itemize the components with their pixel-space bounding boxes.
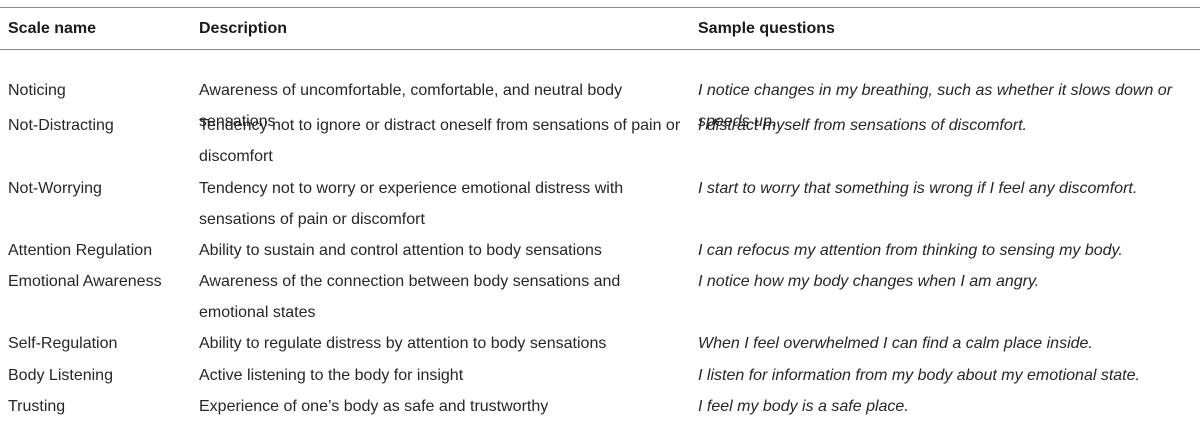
header-description: Description [199, 20, 288, 37]
scale-name-cell: Attention Regulation [8, 242, 153, 259]
sample-question-cell: When I feel overwhelmed I can find a cal… [698, 335, 1093, 352]
scale-name-cell: Body Listening [8, 367, 113, 384]
sample-question-cell: I distract myself from sensations of dis… [698, 117, 1027, 134]
scale-name-cell: Not-Distracting [8, 117, 114, 134]
table-top-rule [0, 7, 1200, 8]
header-scale-name: Scale name [8, 20, 97, 37]
description-cell: Ability to sustain and control attention… [199, 242, 602, 259]
table-header-rule [0, 49, 1200, 50]
sample-question-cell: I listen for information from my body ab… [698, 367, 1140, 384]
sample-question-cell: I can refocus my attention from thinking… [698, 242, 1123, 259]
description-cell: Tendency not to ignore or distract onese… [199, 117, 681, 165]
description-cell: Awareness of the connection between body… [199, 273, 621, 321]
sample-question-cell: I notice how my body changes when I am a… [698, 273, 1040, 290]
sample-question-cell: I start to worry that something is wrong… [698, 180, 1138, 197]
scale-name-cell: Not-Worrying [8, 180, 102, 197]
scale-name-cell: Trusting [8, 398, 66, 415]
scale-name-cell: Self-Regulation [8, 335, 118, 352]
description-cell: Ability to regulate distress by attentio… [199, 335, 607, 352]
scale-name-cell: Emotional Awareness [8, 273, 162, 290]
scale-name-cell: Noticing [8, 82, 66, 99]
description-cell: Active listening to the body for insight [199, 367, 464, 384]
description-cell: Experience of one’s body as safe and tru… [199, 398, 549, 415]
description-cell: Awareness of uncomfortable, comfortable,… [199, 82, 623, 130]
sample-question-cell: I notice changes in my breathing, such a… [698, 82, 1173, 130]
sample-question-cell: I feel my body is a safe place. [698, 398, 909, 415]
description-cell: Tendency not to worry or experience emot… [199, 180, 624, 228]
header-sample-questions: Sample questions [698, 20, 835, 37]
